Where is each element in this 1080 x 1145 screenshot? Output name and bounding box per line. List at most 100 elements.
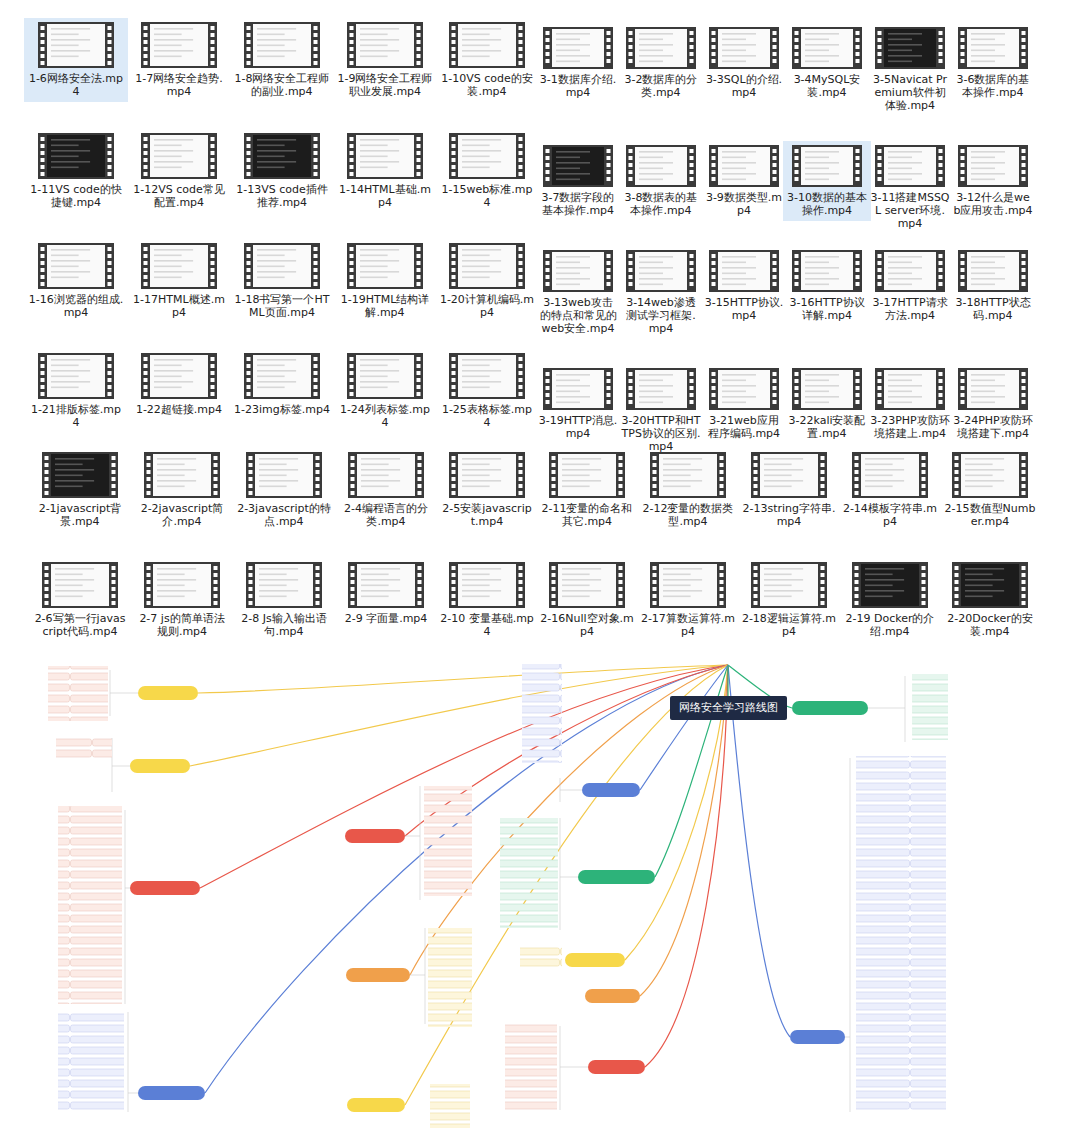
file-name: 3-1数据库介绍.mp4 xyxy=(538,73,618,99)
video-thumbnail xyxy=(958,145,1028,191)
file-name: 3-12什么是web应用攻击.mp4 xyxy=(953,191,1033,217)
file-name: 1-24列表标签.mp4 xyxy=(337,403,433,429)
file-name: 2-17算数运算符.mp4 xyxy=(640,612,736,638)
video-thumbnail xyxy=(347,243,423,293)
video-thumbnail xyxy=(244,243,320,293)
video-thumbnail xyxy=(792,368,862,414)
file-name: 2-9 字面量.mp4 xyxy=(338,612,434,625)
video-thumbnail xyxy=(347,22,423,72)
video-thumbnail xyxy=(141,353,217,403)
video-thumbnail xyxy=(449,452,525,502)
video-thumbnail xyxy=(449,243,525,293)
file-name: 2-18逻辑运算符.mp4 xyxy=(741,612,837,638)
file-name: 3-6数据库的基本操作.mp4 xyxy=(953,73,1033,99)
video-thumbnail xyxy=(246,452,322,502)
file-name: 3-13web攻击的特点和常见的web安全.mp4 xyxy=(538,296,618,335)
file-name: 1-11VS code的快捷键.mp4 xyxy=(28,183,124,209)
video-thumbnail xyxy=(952,452,1028,502)
roadmap-title-box: 网络安全学习路线图 xyxy=(670,696,787,720)
video-thumbnail xyxy=(709,250,779,296)
video-thumbnail xyxy=(792,27,862,73)
video-thumbnail xyxy=(38,133,114,183)
video-thumbnail xyxy=(144,562,220,612)
file-name: 2-16Null空对象.mp4 xyxy=(539,612,635,638)
file-name: 2-4编程语言的分类.mp4 xyxy=(338,502,434,528)
video-thumbnail xyxy=(709,368,779,414)
video-thumbnail xyxy=(348,452,424,502)
video-thumbnail xyxy=(958,27,1028,73)
file-name: 3-22kali安装配置.mp4 xyxy=(787,414,867,440)
file-name: 3-10数据的基本操作.mp4 xyxy=(787,191,867,217)
video-thumbnail xyxy=(626,368,696,414)
video-thumbnail xyxy=(952,562,1028,612)
video-thumbnail xyxy=(543,27,613,73)
file-name: 1-8网络安全工程师的副业.mp4 xyxy=(234,72,330,98)
file-name: 1-10VS code的安装.mp4 xyxy=(439,72,535,98)
video-thumbnail xyxy=(144,452,220,502)
file-name: 2-20Docker的安装.mp4 xyxy=(942,612,1038,638)
video-thumbnail xyxy=(792,145,862,191)
video-thumbnail xyxy=(626,145,696,191)
file-name: 1-7网络安全趋势.mp4 xyxy=(131,72,227,98)
file-name: 1-21排版标签.mp4 xyxy=(28,403,124,429)
video-thumbnail xyxy=(141,243,217,293)
file-name: 1-20计算机编码.mp4 xyxy=(439,293,535,319)
file-name: 3-11搭建MSSQL server环境.mp4 xyxy=(870,191,950,230)
file-name: 2-8 Js输入输出语句.mp4 xyxy=(236,612,332,638)
video-thumbnail xyxy=(751,452,827,502)
video-thumbnail xyxy=(875,145,945,191)
video-thumbnail xyxy=(42,452,118,502)
file-name: 3-20HTTP和HTTPS协议的区别.mp4 xyxy=(621,414,701,453)
file-name: 3-15HTTP协议.mp4 xyxy=(704,296,784,322)
file-name: 3-5Navicat Premium软件初体验.mp4 xyxy=(870,73,950,112)
video-thumbnail xyxy=(347,133,423,183)
file-name: 3-8数据表的基本操作.mp4 xyxy=(621,191,701,217)
file-name: 2-11变量的命名和其它.mp4 xyxy=(539,502,635,528)
video-thumbnail xyxy=(543,250,613,296)
file-name: 2-14模板字符串.mp4 xyxy=(842,502,938,528)
video-thumbnail xyxy=(549,562,625,612)
file-name: 2-6写第一行javascript代码.mp4 xyxy=(32,612,128,638)
file-name: 1-6网络安全法.mp4 xyxy=(28,72,124,98)
video-thumbnail xyxy=(543,368,613,414)
video-thumbnail xyxy=(38,243,114,293)
video-thumbnail xyxy=(543,145,613,191)
file-name: 1-19HTML结构详解.mp4 xyxy=(337,293,433,319)
file-name: 2-3javascript的特点.mp4 xyxy=(236,502,332,528)
video-thumbnail xyxy=(244,353,320,403)
video-thumbnail xyxy=(875,27,945,73)
video-thumbnail xyxy=(709,145,779,191)
file-name: 3-7数据字段的基本操作.mp4 xyxy=(538,191,618,217)
file-name: 2-12变量的数据类型.mp4 xyxy=(640,502,736,528)
file-name: 1-14HTML基础.mp4 xyxy=(337,183,433,209)
file-name: 3-19HTTP消息.mp4 xyxy=(538,414,618,440)
file-name: 3-2数据库的分类.mp4 xyxy=(621,73,701,99)
file-name: 2-15数值型Number.mp4 xyxy=(942,502,1038,528)
file-name: 1-17HTML概述.mp4 xyxy=(131,293,227,319)
file-name: 3-4MySQL安装.mp4 xyxy=(787,73,867,99)
video-thumbnail xyxy=(42,562,118,612)
video-thumbnail xyxy=(244,22,320,72)
file-name: 1-22超链接.mp4 xyxy=(131,403,227,416)
file-name: 3-9数据类型.mp4 xyxy=(704,191,784,217)
file-name: 2-1javascript背景.mp4 xyxy=(32,502,128,528)
file-name: 2-5安装javascript.mp4 xyxy=(439,502,535,528)
video-thumbnail xyxy=(246,562,322,612)
video-thumbnail xyxy=(852,452,928,502)
video-thumbnail xyxy=(792,250,862,296)
video-thumbnail xyxy=(348,562,424,612)
file-name: 2-7 js的简单语法规则.mp4 xyxy=(134,612,230,638)
file-name: 3-24PHP攻防环境搭建下.mp4 xyxy=(953,414,1033,440)
video-thumbnail xyxy=(626,250,696,296)
video-thumbnail xyxy=(875,250,945,296)
file-name: 1-18书写第一个HTML页面.mp4 xyxy=(234,293,330,319)
file-name: 1-13VS code插件推荐.mp4 xyxy=(234,183,330,209)
video-thumbnail xyxy=(709,27,779,73)
file-name: 3-21web应用程序编码.mp4 xyxy=(704,414,784,440)
file-name: 3-17HTTP请求方法.mp4 xyxy=(870,296,950,322)
file-name: 1-15web标准.mp4 xyxy=(439,183,535,209)
roadmap-title: 网络安全学习路线图 xyxy=(679,701,778,715)
video-thumbnail xyxy=(347,353,423,403)
video-thumbnail xyxy=(449,133,525,183)
file-name: 1-12VS code常见配置.mp4 xyxy=(131,183,227,209)
